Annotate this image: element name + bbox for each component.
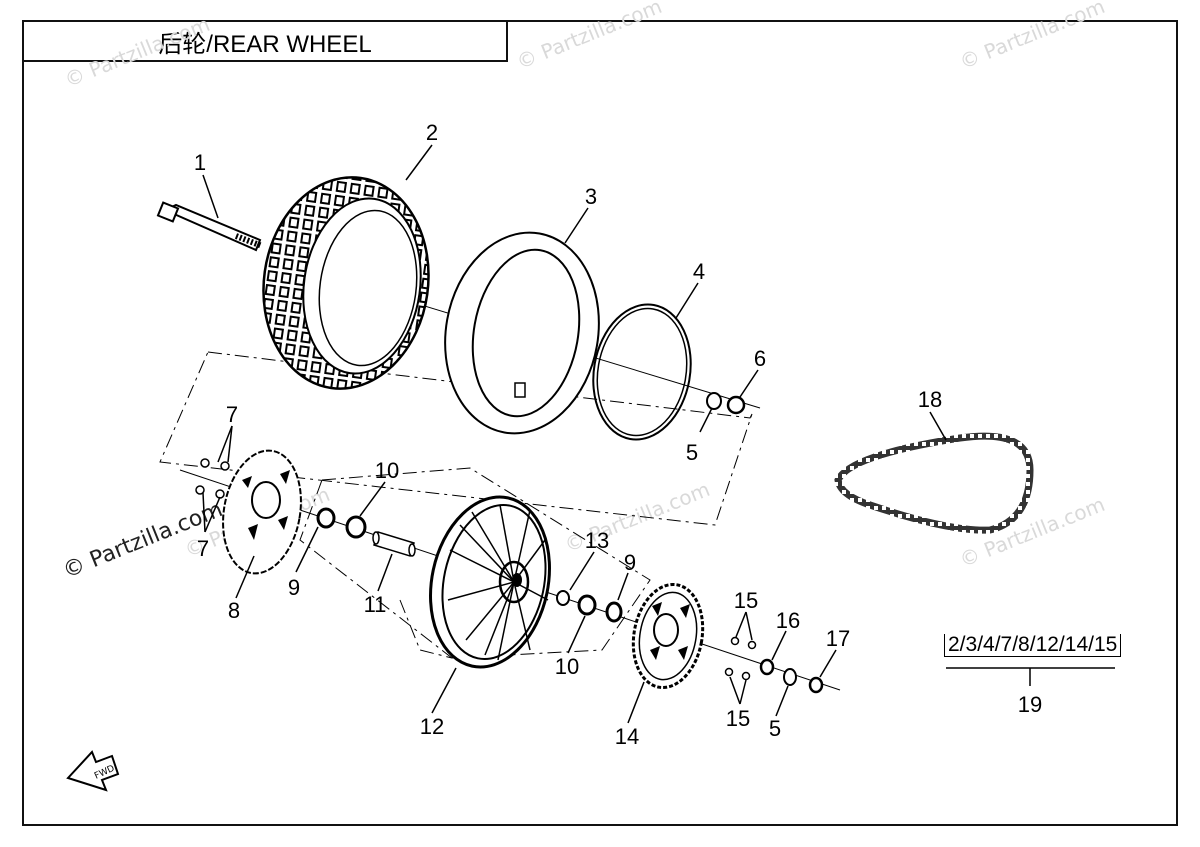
- spacer-tube: [372, 531, 416, 557]
- callout-7: 7: [226, 402, 238, 427]
- collar-13: [556, 590, 570, 606]
- callout-numbers: 1 2 3 4 5 6 7 7 8 9 10 11 12 13 9 10 14 …: [194, 120, 1042, 749]
- callout-17: 17: [826, 626, 850, 651]
- callout-9: 9: [624, 550, 636, 575]
- callout-15: 15: [734, 588, 758, 613]
- callout-15: 15: [726, 706, 750, 731]
- fwd-arrow-icon: FWD: [66, 750, 120, 792]
- callout-19: 19: [1018, 692, 1042, 717]
- collar: [726, 395, 746, 415]
- callout-7: 7: [197, 536, 209, 561]
- wheel-rim: [429, 495, 551, 669]
- callout-16: 16: [776, 608, 800, 633]
- callout-1: 1: [194, 150, 206, 175]
- rim-band: [592, 303, 692, 441]
- callout-14: 14: [615, 724, 639, 749]
- callout-5: 5: [686, 440, 698, 465]
- bearing: [577, 594, 597, 616]
- callout-6: 6: [754, 346, 766, 371]
- callout-2: 2: [426, 120, 438, 145]
- callout-8: 8: [228, 598, 240, 623]
- oil-seal: [316, 507, 336, 529]
- nut-16: [759, 658, 775, 676]
- axle-bolt: [156, 201, 264, 252]
- callout-5: 5: [769, 716, 781, 741]
- callout-10: 10: [375, 458, 399, 483]
- inner-tube: [444, 231, 600, 435]
- disc-bolts: [195, 458, 230, 499]
- assembly-outline: [159, 351, 753, 659]
- axle-nut: [808, 676, 824, 694]
- sprocket: [631, 582, 705, 690]
- callout-18: 18: [918, 387, 942, 412]
- drive-chain: [834, 432, 1034, 534]
- washer: [783, 668, 797, 686]
- kit-reference-label: 2/3/4/7/8/12/14/15: [944, 634, 1122, 657]
- diagram-frame: [22, 20, 1178, 826]
- callout-9: 9: [288, 575, 300, 600]
- tire: [262, 176, 430, 390]
- brake-disc: [222, 449, 302, 575]
- callout-4: 4: [693, 259, 705, 284]
- spacer: [706, 392, 722, 410]
- callout-10: 10: [555, 654, 579, 679]
- sprocket-bolts: [724, 636, 757, 681]
- bearing: [345, 515, 367, 539]
- callout-3: 3: [585, 184, 597, 209]
- callout-12: 12: [420, 714, 444, 739]
- oil-seal: [605, 601, 623, 623]
- callout-11: 11: [364, 592, 387, 617]
- page-title: 后轮/REAR WHEEL: [22, 20, 508, 62]
- leader-lines: [202, 144, 1115, 724]
- callout-13: 13: [585, 528, 609, 553]
